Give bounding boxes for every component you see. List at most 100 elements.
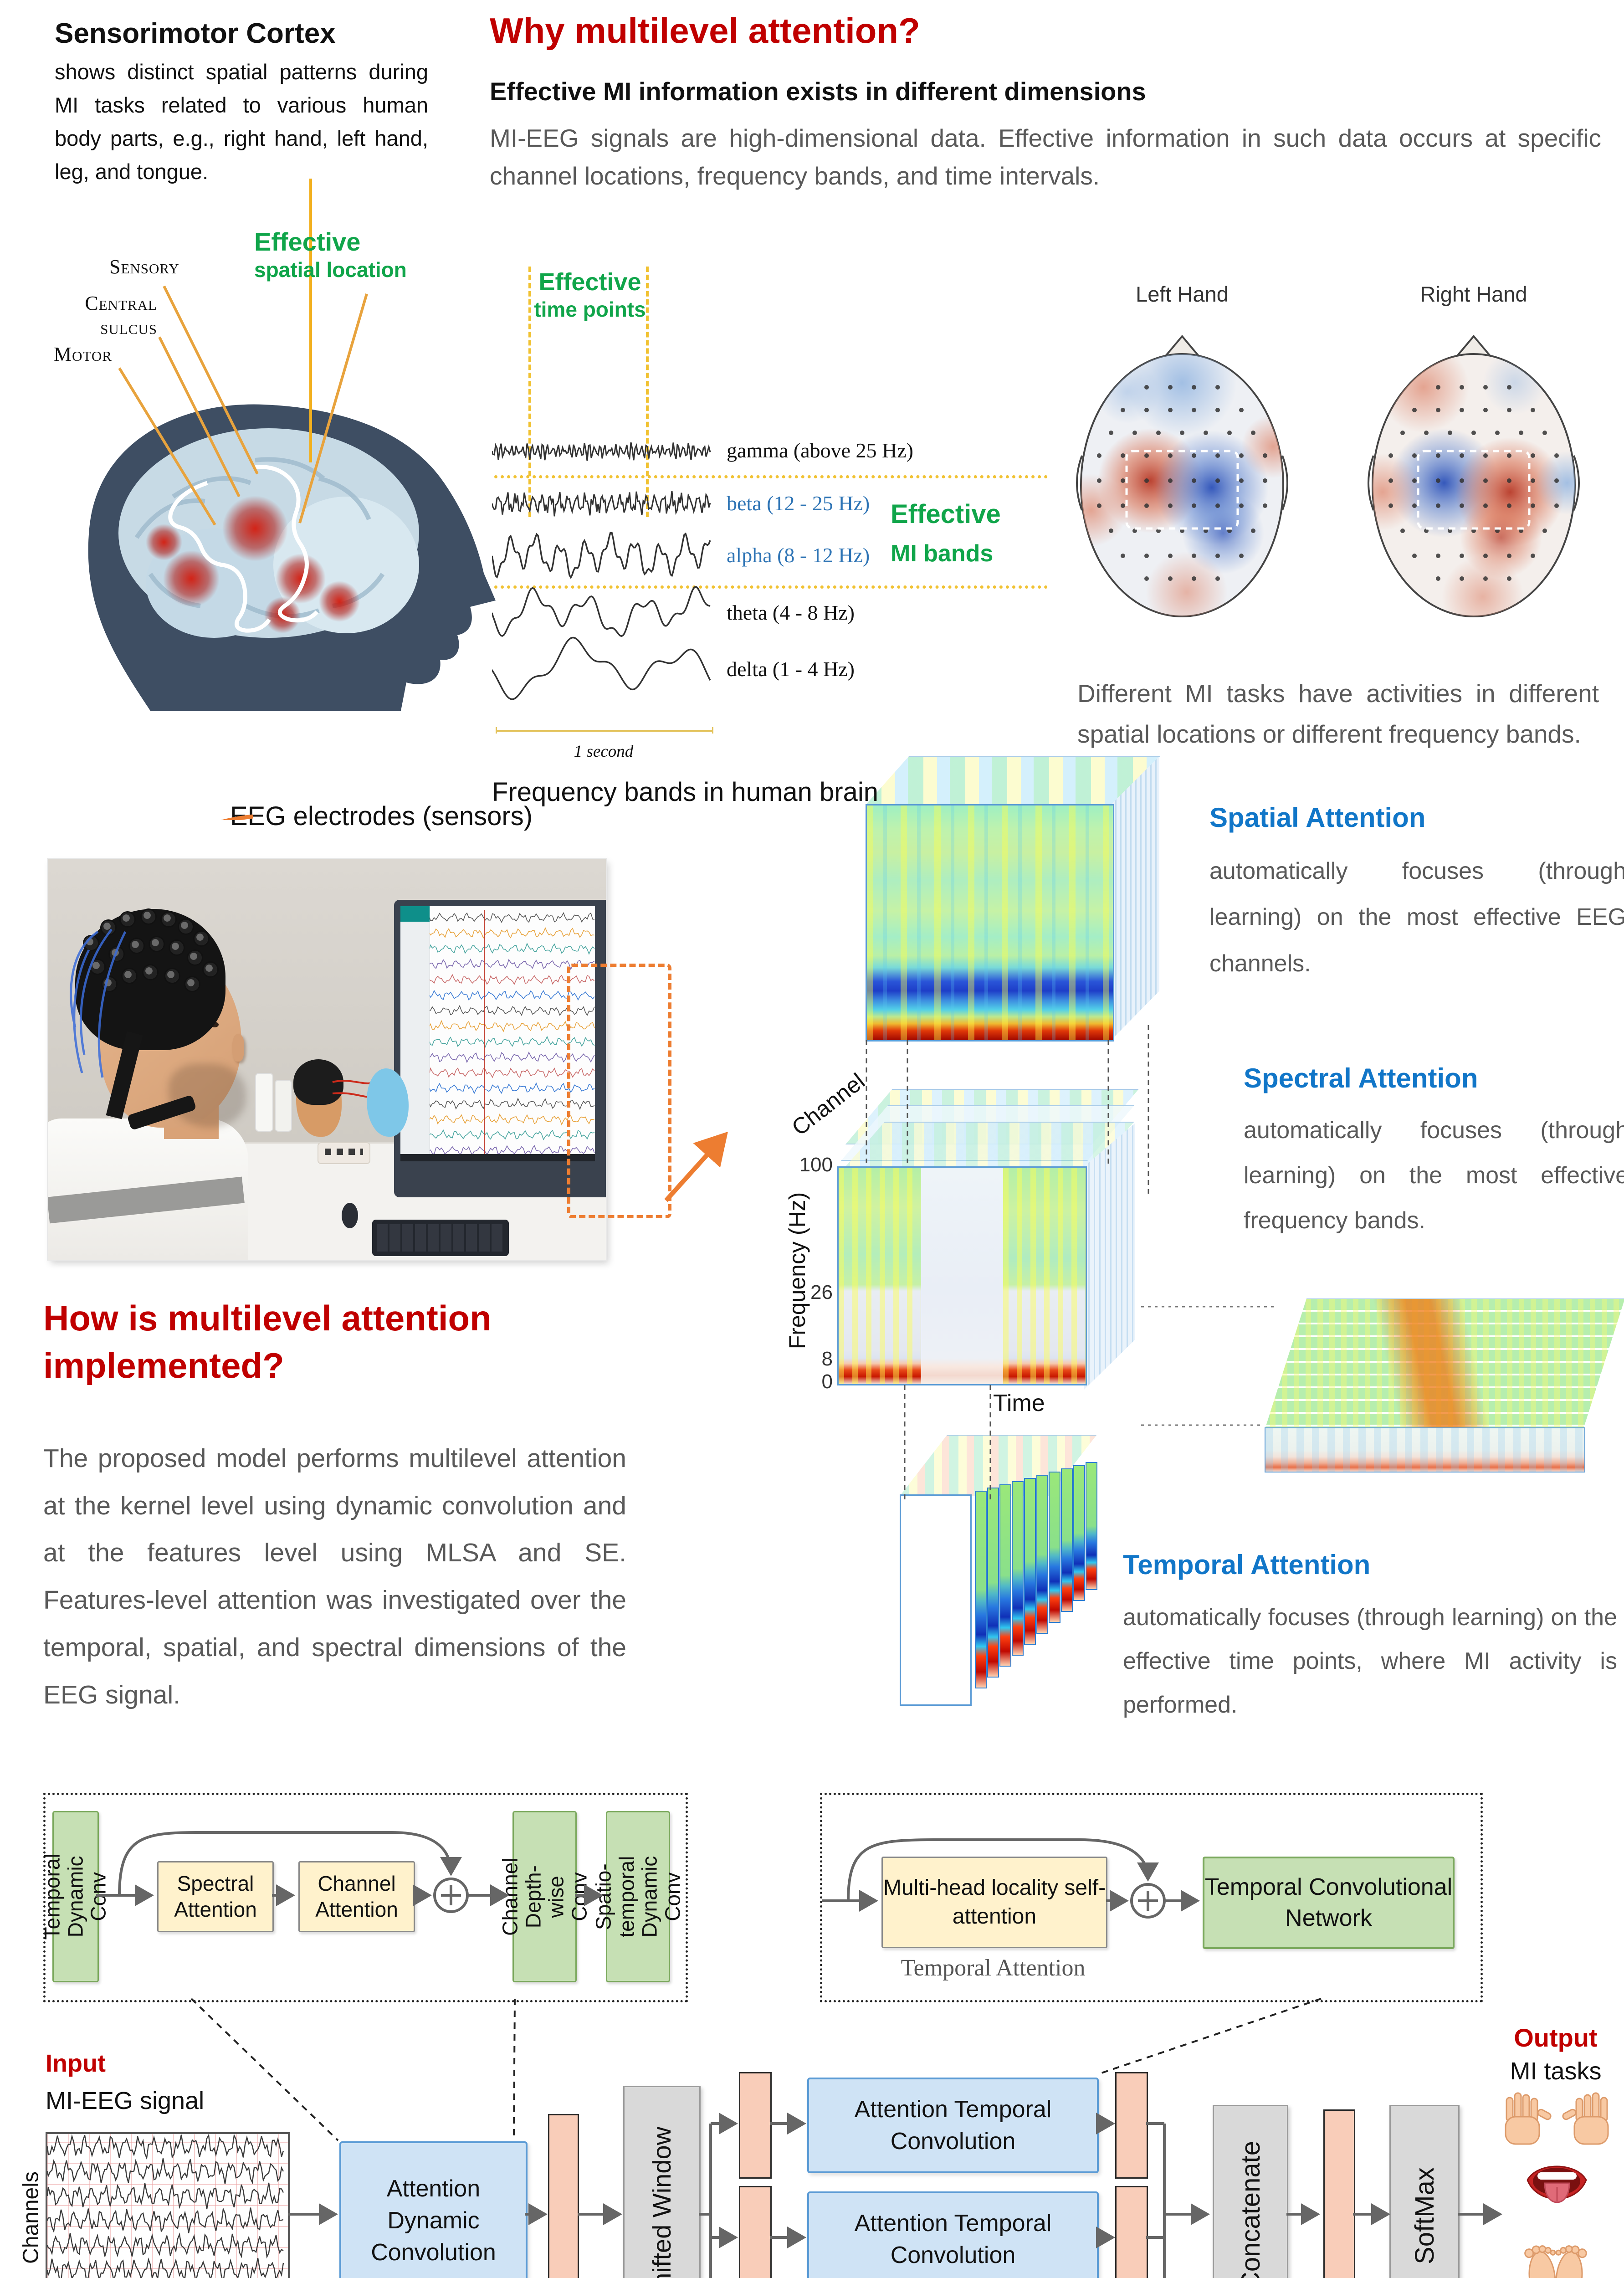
- temporal-slice: [1012, 1481, 1024, 1656]
- adc-detail-box: [43, 1793, 688, 2002]
- sensorimotor-body: shows distinct spatial patterns during M…: [55, 60, 428, 184]
- electrode-dot: [1388, 503, 1393, 508]
- electrode-dot: [1495, 431, 1500, 435]
- electrode-dot: [1144, 408, 1149, 412]
- electrode-dot: [1121, 453, 1125, 458]
- tcn-box: Temporal Convolutional Network: [1203, 1857, 1455, 1949]
- eeg-electrodes-label: EEG electrodes (sensors): [230, 801, 533, 831]
- electrode-dot: [1412, 478, 1417, 483]
- eeg-trace: [430, 1067, 595, 1078]
- cap-electrode: [121, 913, 134, 926]
- cap-electrode: [130, 939, 143, 953]
- tick-8: 8: [821, 1348, 833, 1370]
- electrode-dot: [1507, 408, 1511, 412]
- eeg-trace: [430, 958, 595, 970]
- electrode-dot: [1542, 431, 1547, 435]
- cap-electrode: [150, 937, 164, 951]
- sensory-leader: [163, 285, 259, 475]
- cap-electrode: [142, 910, 155, 924]
- stack-front-face: [837, 1166, 1087, 1385]
- tick-100: 100: [799, 1154, 833, 1176]
- electrode-dot: [1097, 503, 1101, 508]
- eeg-trace: [46, 2133, 284, 2160]
- eeg-input-image: [46, 2132, 290, 2278]
- channel-attention-box: Channel Attention: [298, 1861, 415, 1932]
- electrode-dot: [1519, 431, 1523, 435]
- electrode-dot: [1388, 453, 1393, 458]
- sensorimotor-title: Sensorimotor Cortex: [55, 18, 336, 49]
- topomap-body: Different MI tasks have activities in di…: [1077, 679, 1599, 749]
- central-sulcus-label: Central sulcus: [85, 292, 157, 339]
- temporal-attention-caption: Temporal Attention: [901, 1955, 1086, 1981]
- effective-spatial-label-1: Effective: [254, 227, 361, 256]
- electrode-dot: [1121, 408, 1125, 412]
- temporal-front-face: [900, 1494, 972, 1706]
- effective-leader: [298, 293, 368, 523]
- atc1-label: Attention Temporal Convolution: [854, 2096, 1052, 2155]
- electrode-dot: [1460, 385, 1464, 390]
- electrode-dot: [1192, 576, 1196, 581]
- temporal-slice: [987, 1488, 999, 1678]
- electrode-dot: [1388, 478, 1393, 483]
- eeg-trace: [430, 974, 595, 985]
- temporal-body: automatically focuses (through learning)…: [1123, 1604, 1617, 1719]
- electrode-dot: [1097, 478, 1101, 483]
- why-body: MI-EEG signals are high-dimensional data…: [490, 124, 1601, 190]
- cube-top-face: [866, 756, 1160, 805]
- electrode-dot: [1144, 478, 1149, 483]
- electrode-dot: [1121, 478, 1125, 483]
- electrode-dot: [1542, 528, 1547, 533]
- feature-bar-1: [548, 2114, 579, 2278]
- electrode-dot: [1144, 453, 1149, 458]
- delta-label: delta (1 - 4 Hz): [727, 657, 855, 681]
- cap-electrode: [195, 932, 208, 945]
- electrode-dot: [1436, 576, 1440, 581]
- stack-col-3: [1003, 1168, 1086, 1384]
- electrode-dot: [1400, 431, 1405, 435]
- electrode-dot: [1531, 478, 1535, 483]
- cap-wires: [70, 929, 127, 1078]
- band-separator-bottom: [494, 585, 1048, 589]
- cap-electrode: [143, 965, 157, 979]
- electrode-dot: [1483, 478, 1488, 483]
- effective-bands-label-1: Effective: [891, 499, 1001, 529]
- motor-label: Motor: [54, 343, 112, 365]
- concatenate-label: Concatenate: [1235, 2140, 1265, 2278]
- tick-0: 0: [821, 1370, 833, 1393]
- electrode-dot: [1251, 431, 1255, 435]
- atc1-out-bar: [1115, 2072, 1148, 2179]
- electrode-dot: [1531, 554, 1535, 558]
- electrode-dot: [1531, 503, 1535, 508]
- feature-cube-stack: [834, 1089, 1153, 1390]
- spatial-body: automatically focuses (through learning)…: [1209, 858, 1624, 977]
- electrode-dot: [1263, 478, 1267, 483]
- photo-to-cube-arrow: [664, 1131, 728, 1202]
- mannequin-head-2: [367, 1068, 409, 1137]
- spectral-attention-cube: [1246, 1298, 1624, 1472]
- eeg-trace: [46, 2207, 284, 2233]
- electrode-dot: [1215, 453, 1220, 458]
- electrode-dot: [1412, 408, 1417, 412]
- motor-leader: [118, 367, 216, 526]
- temporal-dynamic-conv-label: Temporal Dynamic Conv: [41, 1853, 111, 1940]
- spatial-attention-cube: [866, 756, 1160, 1042]
- temporal-slice: [1049, 1472, 1060, 1623]
- electrode-dot: [1412, 554, 1417, 558]
- cap-electrode: [170, 941, 184, 954]
- output-label: Output: [1514, 2023, 1598, 2052]
- delta-wave: [492, 636, 711, 700]
- alpha-label: alpha (8 - 12 Hz): [727, 544, 870, 567]
- eeg-trace: [430, 1129, 595, 1140]
- how-heading: How is multilevel attention implemented?: [43, 1298, 492, 1385]
- electrode-dot: [1554, 453, 1559, 458]
- eeg-trace: [430, 1082, 595, 1094]
- cap-electrode: [179, 920, 193, 934]
- electrode-dot: [1483, 554, 1488, 558]
- beard-shadow: [169, 1064, 246, 1128]
- adc-box-label: Attention Dynamic Convolution: [371, 2175, 496, 2266]
- input-signal-label: MI-EEG signal: [46, 2087, 205, 2114]
- spectral-heading: Spectral Attention: [1244, 1063, 1478, 1093]
- electrode-dot: [1554, 478, 1559, 483]
- electrode-dot: [1531, 453, 1535, 458]
